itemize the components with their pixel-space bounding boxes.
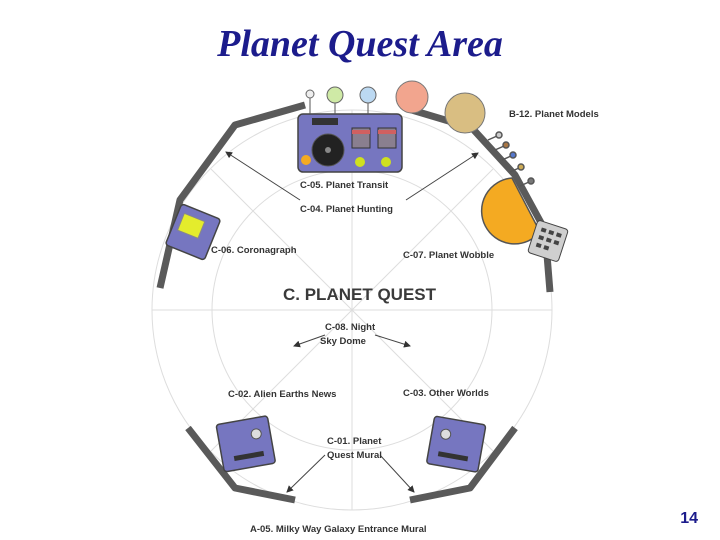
zone-title: C. PLANET QUEST <box>283 285 437 304</box>
label-c05: C-05. Planet Transit <box>300 180 389 191</box>
slide-title: Planet Quest Area <box>217 23 503 65</box>
planet-transit-exhibit[interactable] <box>297 113 403 173</box>
label-c04: C-04. Planet Hunting <box>300 204 393 215</box>
label-c01-line1: C-01. Planet <box>327 436 382 447</box>
flow-arrows <box>225 151 479 493</box>
planet-wobble-exhibit[interactable] <box>480 177 569 262</box>
label-c08-line2: Sky Dome <box>320 336 366 347</box>
label-c03: C-03. Other Worlds <box>403 388 489 399</box>
coronagraph-exhibit[interactable] <box>165 203 221 261</box>
label-c06: C-06. Coronagraph <box>211 245 297 256</box>
planet-models-top <box>305 80 486 134</box>
label-b12: B-12. Planet Models <box>509 109 599 120</box>
label-a05: A-05. Milky Way Galaxy Entrance Mural <box>250 524 427 535</box>
page-number: 14 <box>680 510 698 527</box>
planet-pins <box>487 131 535 187</box>
kiosk-left[interactable] <box>215 415 276 473</box>
label-c01-line2: Quest Mural <box>327 450 382 461</box>
kiosk-right[interactable] <box>426 415 487 473</box>
label-c08-line1: C-08. Night <box>325 322 376 333</box>
label-c02: C-02. Alien Earths News <box>228 389 336 400</box>
label-c07: C-07. Planet Wobble <box>403 250 494 261</box>
